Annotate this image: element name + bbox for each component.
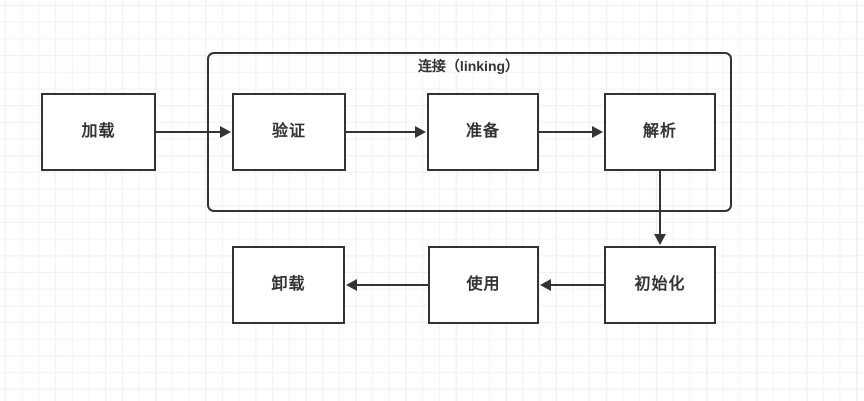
edge-initialize-to-use [551,284,604,286]
edge-verify-to-prepare [346,131,417,133]
node-resolve-label: 解析 [642,123,677,140]
arrowhead-resolve-to-initialize-icon [654,234,666,245]
node-initialize-label: 初始化 [634,276,686,293]
node-unload-label: 卸载 [271,276,306,293]
node-initialize[interactable]: 初始化 [604,246,716,324]
node-use[interactable]: 使用 [428,246,539,324]
arrowhead-verify-to-prepare-icon [415,126,426,138]
node-use-label: 使用 [466,276,501,293]
node-verify-label: 验证 [271,123,306,140]
group-linking-title: 连接（linking） [417,58,520,74]
node-prepare[interactable]: 准备 [427,93,539,171]
node-verify[interactable]: 验证 [232,93,346,171]
arrowhead-load-to-verify-icon [220,126,231,138]
node-load-label: 加载 [81,123,116,140]
arrowhead-use-to-unload-icon [346,279,357,291]
arrowhead-prepare-to-resolve-icon [592,126,603,138]
edge-resolve-to-initialize [659,171,661,236]
node-unload[interactable]: 卸载 [232,246,345,324]
edge-use-to-unload [357,284,428,286]
node-prepare-label: 准备 [465,123,500,140]
arrowhead-initialize-to-use-icon [540,279,551,291]
node-resolve[interactable]: 解析 [604,93,716,171]
edge-load-to-verify [156,131,222,133]
node-load[interactable]: 加载 [41,93,156,171]
edge-prepare-to-resolve [539,131,594,133]
